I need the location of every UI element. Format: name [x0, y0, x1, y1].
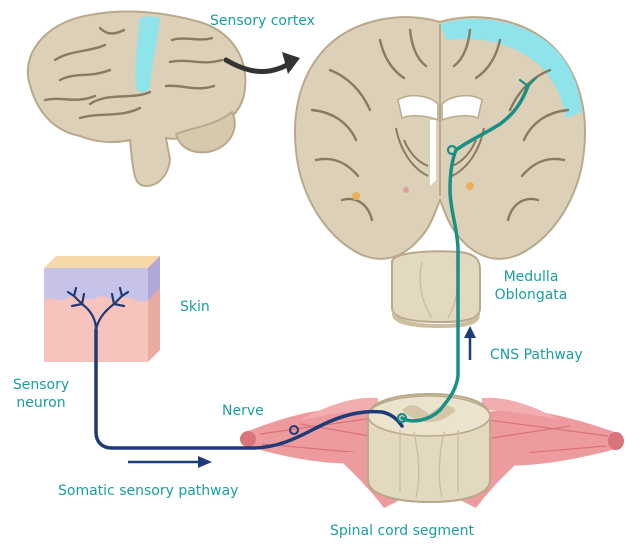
label-medulla-oblongata: Medulla Oblongata: [488, 268, 574, 304]
medulla-oblongata: [392, 251, 480, 328]
skin-block: [44, 256, 160, 362]
label-somatic-sensory-pathway: Somatic sensory pathway: [58, 482, 238, 500]
label-spinal-cord-segment: Spinal cord segment: [330, 522, 474, 540]
label-nerve: Nerve: [222, 402, 264, 420]
label-medulla-line2: Oblongata: [488, 286, 574, 304]
somatic-pathway-arrow-icon: [128, 456, 212, 468]
label-sensory-neuron-line1: Sensory: [6, 376, 76, 394]
brain-coronal-section: [295, 17, 585, 259]
cns-pathway-arrow-icon: [464, 326, 476, 360]
label-skin: Skin: [180, 298, 210, 316]
label-sensory-neuron-line2: neuron: [6, 394, 76, 412]
label-cns-pathway: CNS Pathway: [490, 346, 583, 364]
label-sensory-neuron: Sensory neuron: [6, 376, 76, 412]
spinal-cord-segment: [240, 394, 624, 508]
label-sensory-cortex: Sensory cortex: [210, 12, 315, 30]
brain-side-view: [28, 11, 246, 186]
label-medulla-line1: Medulla: [488, 268, 574, 286]
